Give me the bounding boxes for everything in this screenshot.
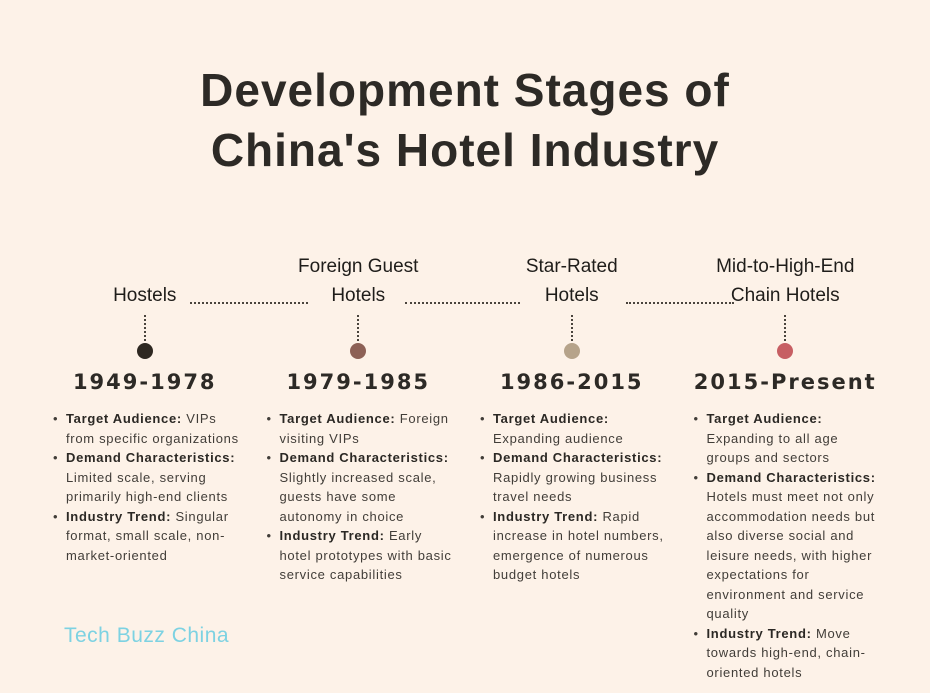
stage-vline (357, 315, 360, 341)
bullet-industry-trend: Industry Trend: Move towards high-end, c… (694, 624, 883, 683)
bullet-target-audience: Target Audience: Expanding audience (480, 409, 669, 448)
bullet-industry-trend: Industry Trend: Early hotel prototypes w… (267, 526, 456, 585)
stage-head: Mid-to-High-End Chain Hotels 2015-Presen… (689, 252, 883, 394)
stage-period: 2015-Present (693, 370, 877, 394)
timeline-dotted-connector (405, 302, 520, 304)
stage-dot (136, 343, 153, 359)
stage-period: 1986-2015 (499, 370, 644, 394)
timeline: Hostels 1949-1978 Target Audience: VIPs … (0, 252, 930, 682)
bullet-demand-characteristics: Demand Characteristics: Rapidly growing … (480, 448, 669, 507)
stage-period: 1979-1985 (286, 370, 431, 394)
bullet-industry-trend: Industry Trend: Rapid increase in hotel … (480, 507, 669, 585)
stage-label: Hostels (113, 285, 177, 306)
stage-column-hostels: Hostels 1949-1978 Target Audience: VIPs … (48, 252, 242, 682)
bullet-demand-characteristics: Demand Characteristics: Hotels must meet… (694, 468, 883, 624)
brand-logo-text: Tech Buzz China (64, 624, 230, 647)
stage-dot (350, 343, 367, 359)
page-title-line2: China's Hotel Industry (210, 124, 720, 176)
timeline-dotted-connector (626, 302, 734, 304)
stage-column-star-rated-hotels: Star-Rated Hotels 1986-2015 Target Audie… (475, 252, 669, 682)
bullet-demand-characteristics: Demand Characteristics: Slightly increas… (267, 448, 456, 526)
stage-vline (784, 315, 787, 341)
stage-column-foreign-guest-hotels: Foreign Guest Hotels 1979-1985 Target Au… (262, 252, 456, 682)
stage-column-mid-to-high-end-chain-hotels: Mid-to-High-End Chain Hotels 2015-Presen… (689, 252, 883, 682)
stage-label: Foreign Guest Hotels (298, 256, 419, 306)
stage-head: Foreign Guest Hotels 1979-1985 (262, 252, 456, 394)
stage-dot (563, 343, 580, 359)
bullet-industry-trend: Industry Trend: Singular format, small s… (53, 507, 242, 566)
stage-period: 1949-1978 (72, 370, 217, 394)
timeline-dotted-connector (190, 302, 308, 304)
stage-vline (570, 315, 573, 341)
stage-bullets: Target Audience: Foreign visiting VIPs D… (262, 409, 456, 585)
bullet-target-audience: Target Audience: VIPs from specific orga… (53, 409, 242, 448)
page-title-line1: Development Stages of (200, 64, 730, 116)
bullet-demand-characteristics: Demand Characteristics: Limited scale, s… (53, 448, 242, 507)
bullet-target-audience: Target Audience: Foreign visiting VIPs (267, 409, 456, 448)
stage-head: Hostels 1949-1978 (48, 252, 242, 394)
page-title: Development Stages of China's Hotel Indu… (0, 60, 930, 180)
bullet-target-audience: Target Audience: Expanding to all age gr… (694, 409, 883, 468)
stage-dot (777, 343, 794, 359)
stage-head: Star-Rated Hotels 1986-2015 (475, 252, 669, 394)
stage-label: Mid-to-High-End Chain Hotels (716, 256, 855, 306)
stage-bullets: Target Audience: VIPs from specific orga… (48, 409, 242, 565)
stage-label: Star-Rated Hotels (525, 256, 618, 306)
stage-bullets: Target Audience: Expanding audience Dema… (475, 409, 669, 585)
stage-bullets: Target Audience: Expanding to all age gr… (689, 409, 883, 682)
stage-vline (143, 315, 146, 341)
